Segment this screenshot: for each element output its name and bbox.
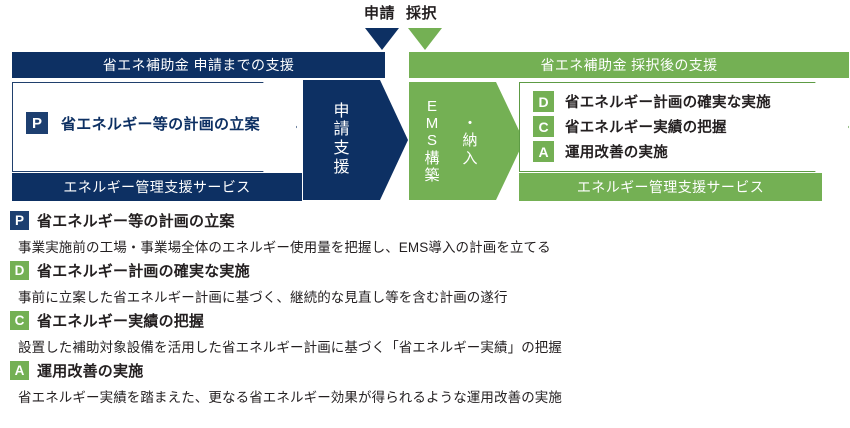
chevron-dca-stage [519,82,849,172]
triangle-down-icon-application [365,28,399,50]
badge-a-icon: A [10,361,29,380]
vtext-line: 納 [462,132,478,150]
vtext-line: 援 [333,158,350,176]
legend-description: 事業実施前の工場・事業場全体のエネルギー使用量を把握し、EMS導入の計画を立てる [18,240,551,255]
band-label: エネルギー管理支援サービス [63,179,251,195]
badge-d-icon: D [533,91,554,112]
marker-label-adoption: 採択 [406,5,438,22]
vtext-line: 入 [462,149,478,167]
legend-title: 省エネルギー等の計画の立案 [37,213,235,230]
application-support-vertical-text: 申 請 支 援 [303,80,380,200]
badge-d-icon: D [10,261,29,280]
legend-description: 設置した補助対象設備を活用した省エネルギー計画に基づく「省エネルギー実績」の把握 [18,340,562,355]
badge-c-icon: C [533,116,554,137]
legend-head: P 省エネルギー等の計画の立案 [10,210,840,231]
dca-item-d: D 省エネルギー計画の確実な実施 [533,91,771,112]
band-support-after-adoption: 省エネ補助金 採択後の支援 [409,52,849,78]
legend-description: 事前に立案した省エネルギー計画に基づく、継続的な見直し等を含む計画の遂行 [18,290,508,305]
dca-item-list: D 省エネルギー計画の確実な実施 C 省エネルギー実績の把握 A 運用改善の実施 [533,91,771,162]
legend-description: 省エネルギー実績を踏まえた、更なる省エネルギー効果が得られるような運用改善の実施 [18,390,562,405]
legend-entry-d: D 省エネルギー計画の確実な実施 事前に立案した省エネルギー計画に基づく、継続的… [10,260,840,306]
legend-head: A 運用改善の実施 [10,360,840,381]
legend-title: 省エネルギー実績の把握 [37,313,205,330]
badge-a-icon: A [533,141,554,162]
plan-stage-title: 省エネルギー等の計画の立案 [61,115,260,133]
band-label: 省エネ補助金 採択後の支援 [540,57,718,73]
vtext-line: 築 [424,167,440,185]
vtext-line: 請 [333,121,350,139]
vtext-line: S [426,132,437,150]
vtext-line: ・ [462,114,478,132]
band-energy-management-service-right: エネルギー管理支援サービス [519,173,822,201]
chevron-ems-build [409,82,524,200]
marker-label-application: 申請 [364,5,396,22]
badge-p-icon: P [26,112,48,134]
vtext-line: 申 [333,102,350,120]
vtext-line: E [426,97,437,115]
plan-stage-row: P 省エネルギー等の計画の立案 [26,112,260,134]
legend-head: D 省エネルギー計画の確実な実施 [10,260,840,281]
vtext-line: 構 [424,149,440,167]
badge-p-icon: P [10,211,29,230]
ems-build-vertical-text-col1: E M S 構 築 [414,82,450,200]
dca-item-label: 省エネルギー実績の把握 [565,120,727,136]
legend-entry-c: C 省エネルギー実績の把握 設置した補助対象設備を活用した省エネルギー計画に基づ… [10,310,840,356]
legend-entry-a: A 運用改善の実施 省エネルギー実績を踏まえた、更なる省エネルギー効果が得られる… [10,360,840,406]
legend-title: 省エネルギー計画の確実な実施 [37,263,250,280]
band-support-until-application: 省エネ補助金 申請までの支援 [12,52,385,78]
band-label: エネルギー管理支援サービス [576,179,765,195]
vtext-line: M [425,114,439,132]
dca-item-label: 省エネルギー計画の確実な実施 [565,95,771,111]
vtext-line: 支 [333,140,350,157]
band-energy-management-service-left: エネルギー管理支援サービス [12,173,302,201]
legend-section: P 省エネルギー等の計画の立案 事業実施前の工場・事業場全体のエネルギー使用量を… [10,210,840,410]
band-label: 省エネ補助金 申請までの支援 [102,57,295,73]
legend-entry-p: P 省エネルギー等の計画の立案 事業実施前の工場・事業場全体のエネルギー使用量を… [10,210,840,256]
dca-item-a: A 運用改善の実施 [533,141,771,162]
legend-title: 運用改善の実施 [37,363,144,380]
dca-item-label: 運用改善の実施 [565,145,668,161]
legend-head: C 省エネルギー実績の把握 [10,310,840,331]
badge-c-icon: C [10,311,29,330]
dca-item-c: C 省エネルギー実績の把握 [533,116,771,137]
chevron-plan-stage [12,82,297,172]
ems-build-vertical-text-col2: ・ 納 入 [452,92,488,190]
triangle-down-icon-adoption [408,28,442,50]
